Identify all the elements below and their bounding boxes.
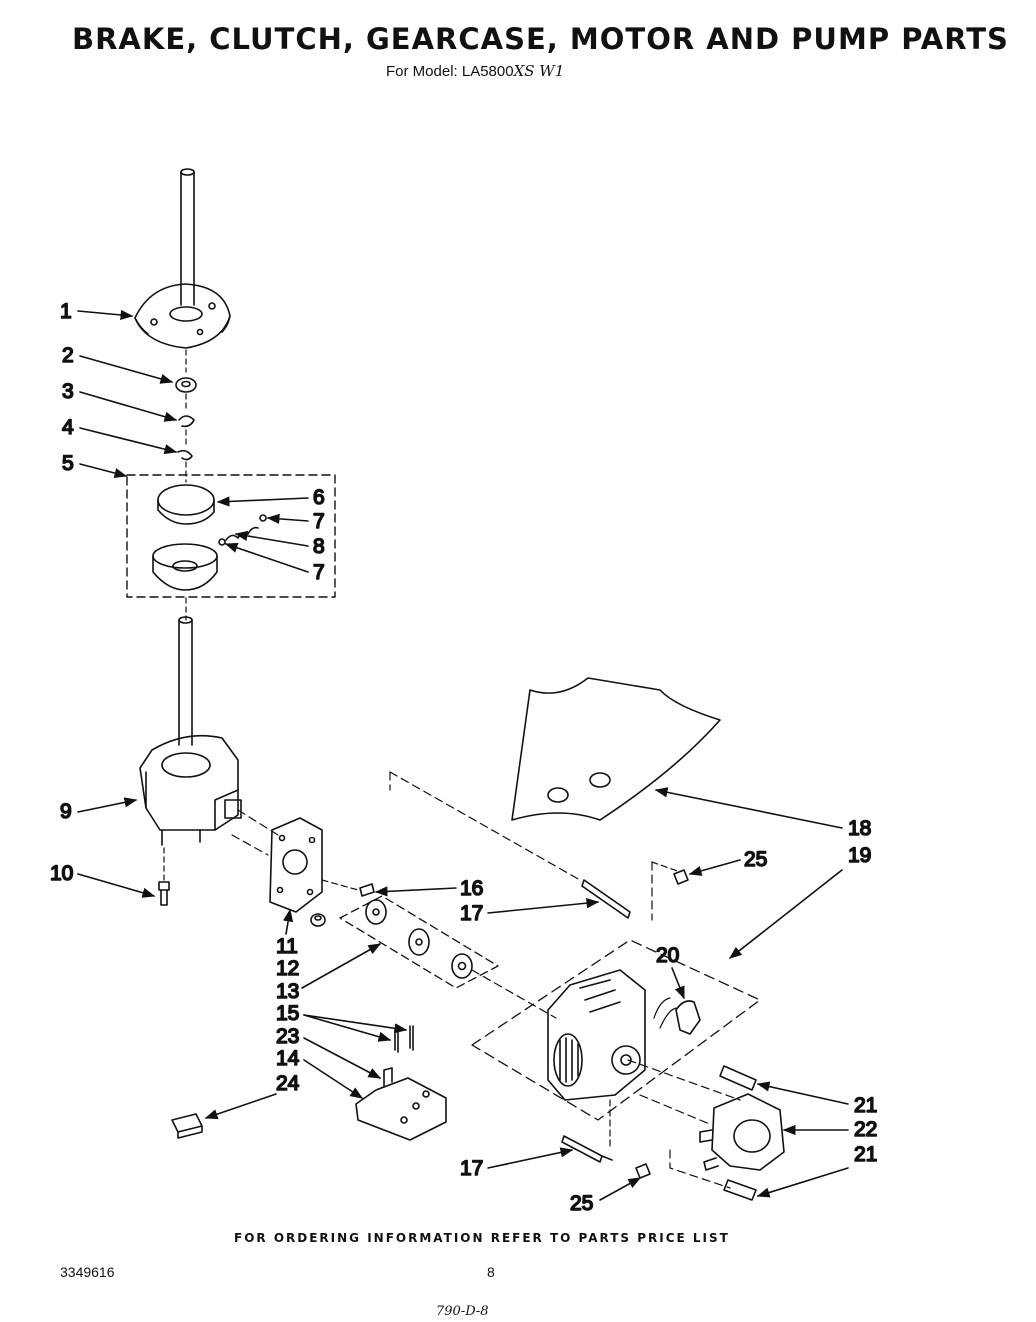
callout-25-upper: 25 bbox=[744, 848, 767, 871]
coupling-assembly-box bbox=[339, 895, 499, 989]
motor-screw-part bbox=[635, 1163, 651, 1179]
motor-bracket-part bbox=[561, 1135, 613, 1163]
page-number: 8 bbox=[487, 1264, 495, 1280]
model-subtitle: For Model: LA5800XS W1 bbox=[386, 62, 564, 80]
coupling-disc-part bbox=[408, 928, 430, 956]
callout-2: 2 bbox=[62, 344, 74, 367]
spin-tube-brake-assembly bbox=[134, 168, 231, 349]
callout-17-upper: 17 bbox=[460, 902, 483, 925]
coupling-hub-part bbox=[451, 953, 473, 979]
callout-12: 12 bbox=[276, 957, 299, 980]
callout-3: 3 bbox=[62, 380, 74, 403]
pin-part bbox=[359, 883, 375, 897]
callout-19: 19 bbox=[848, 844, 871, 867]
washer-part bbox=[175, 377, 197, 393]
gearcase-part bbox=[139, 616, 242, 846]
callout-24: 24 bbox=[276, 1072, 300, 1095]
switch-pin-part bbox=[394, 1025, 414, 1053]
callout-10: 10 bbox=[50, 862, 73, 885]
retaining-ring-part bbox=[178, 415, 195, 428]
callout-6: 6 bbox=[313, 486, 325, 509]
callout-21-upper: 21 bbox=[854, 1094, 877, 1117]
rubber-pad-part bbox=[171, 1113, 203, 1139]
pump-part bbox=[699, 1093, 785, 1171]
clutch-assembly-box bbox=[126, 474, 336, 598]
callout-5: 5 bbox=[62, 452, 74, 475]
model-label: For Model: LA5800 bbox=[386, 63, 514, 80]
callout-14: 14 bbox=[276, 1047, 300, 1070]
model-handwritten-suffix: XS W1 bbox=[513, 62, 565, 80]
motor-assembly-box bbox=[471, 939, 761, 1121]
coupling-part bbox=[365, 899, 387, 925]
callout-13: 13 bbox=[276, 980, 299, 1003]
bolt-part bbox=[158, 881, 170, 906]
callout-18: 18 bbox=[848, 817, 871, 840]
clutch-drum-part bbox=[152, 543, 218, 591]
drive-rod-part bbox=[581, 879, 631, 919]
callout-20: 20 bbox=[656, 944, 679, 967]
callout-17-lower: 17 bbox=[460, 1157, 483, 1180]
screw-part bbox=[673, 869, 689, 885]
motor-part bbox=[547, 969, 646, 1101]
callout-23: 23 bbox=[276, 1025, 299, 1048]
gearcase-cover-part bbox=[269, 817, 323, 913]
callout-25-lower: 25 bbox=[570, 1192, 593, 1215]
spring-part bbox=[218, 514, 267, 546]
callout-7-lower: 7 bbox=[313, 561, 325, 584]
callout-16: 16 bbox=[460, 877, 483, 900]
callout-8: 8 bbox=[313, 535, 325, 558]
seal-part bbox=[310, 913, 326, 927]
callout-4: 4 bbox=[62, 416, 74, 439]
callout-21-lower: 21 bbox=[854, 1143, 877, 1166]
callout-15: 15 bbox=[276, 1002, 299, 1025]
base-plate-part bbox=[355, 1067, 447, 1141]
page-title: BRAKE, CLUTCH, GEARCASE, MOTOR AND PUMP … bbox=[72, 22, 1009, 56]
clip-part bbox=[177, 449, 193, 461]
ordering-info-note: FOR ORDERING INFORMATION REFER TO PARTS … bbox=[234, 1231, 730, 1245]
callout-11: 11 bbox=[276, 935, 298, 958]
clutch-band-part bbox=[157, 484, 215, 525]
pump-clip-upper-part bbox=[719, 1065, 757, 1091]
document-number: 3349616 bbox=[60, 1264, 115, 1280]
callout-22: 22 bbox=[854, 1118, 877, 1141]
callout-1: 1 bbox=[60, 300, 72, 323]
callout-7-upper: 7 bbox=[313, 510, 325, 533]
motor-shield-part bbox=[511, 677, 721, 821]
pump-clip-lower-part bbox=[723, 1179, 757, 1201]
handwritten-code: 790-D-8 bbox=[436, 1304, 489, 1319]
capacitor-part bbox=[675, 1000, 701, 1035]
callout-9: 9 bbox=[60, 800, 72, 823]
